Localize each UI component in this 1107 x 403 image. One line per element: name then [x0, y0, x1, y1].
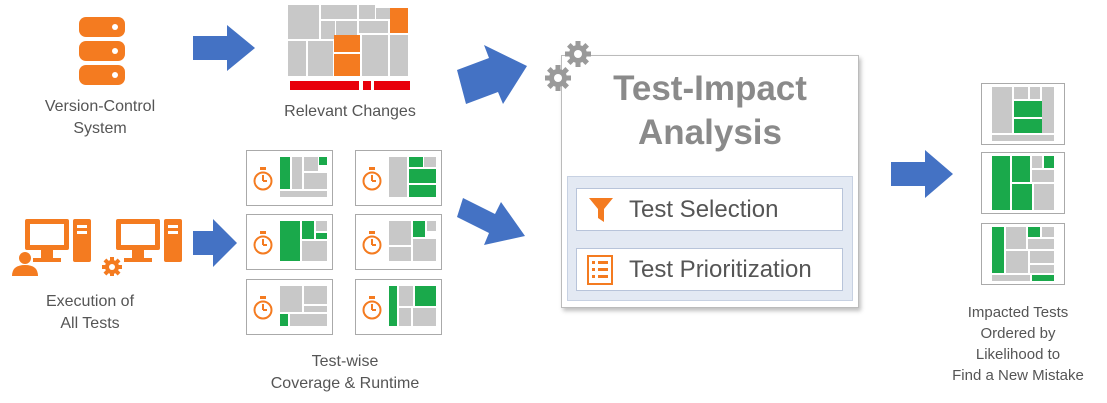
list-icon	[587, 255, 613, 285]
coverage-tile	[246, 279, 333, 335]
gears-icon	[545, 41, 591, 91]
coverage-tile	[355, 214, 442, 270]
coverage-treemap	[280, 221, 327, 266]
stopwatch-icon	[253, 167, 273, 191]
coverage-tile	[246, 150, 333, 206]
output-label: Impacted Tests Ordered by Likelihood to …	[952, 304, 1084, 384]
arrow-right-icon	[891, 150, 953, 198]
filter-icon	[589, 198, 613, 222]
analysis-title: Test-Impact Analysis	[613, 69, 807, 152]
impacted-test-treemap	[981, 152, 1065, 214]
impacted-test-treemap	[981, 223, 1065, 285]
stopwatch-icon	[253, 296, 273, 320]
test-selection: Test Selection	[576, 188, 843, 231]
stopwatch-icon	[362, 296, 382, 320]
coverage-treemap	[389, 286, 436, 331]
coverage-treemap	[389, 157, 436, 202]
arrow-right-icon	[193, 25, 255, 71]
test-prioritization: Test Prioritization	[576, 248, 843, 291]
database-icon	[79, 17, 125, 85]
test-prioritization-label: Test Prioritization	[629, 256, 812, 283]
arrow-right-icon	[457, 198, 525, 245]
coverage-treemap	[280, 157, 327, 202]
coverage-tile	[355, 279, 442, 335]
changes-label: Relevant Changes	[284, 103, 416, 120]
stopwatch-icon	[362, 231, 382, 255]
test-selection-label: Test Selection	[629, 196, 779, 223]
vcs-label: Version-Control System	[44, 98, 156, 137]
coverage-treemap	[389, 221, 436, 266]
coverage-label: Test-wise Coverage & Runtime	[270, 353, 420, 392]
arrow-right-icon	[457, 45, 527, 104]
changes-treemap	[288, 5, 410, 90]
coverage-tile	[355, 150, 442, 206]
impacted-test-treemap	[981, 83, 1065, 145]
arrow-right-icon	[193, 219, 237, 267]
coverage-tile	[246, 214, 333, 270]
stopwatch-icon	[362, 167, 382, 191]
stopwatch-icon	[253, 231, 273, 255]
tests-label: Execution of All Tests	[45, 293, 135, 332]
test-execution-icon	[12, 219, 182, 276]
coverage-treemap	[280, 286, 327, 331]
